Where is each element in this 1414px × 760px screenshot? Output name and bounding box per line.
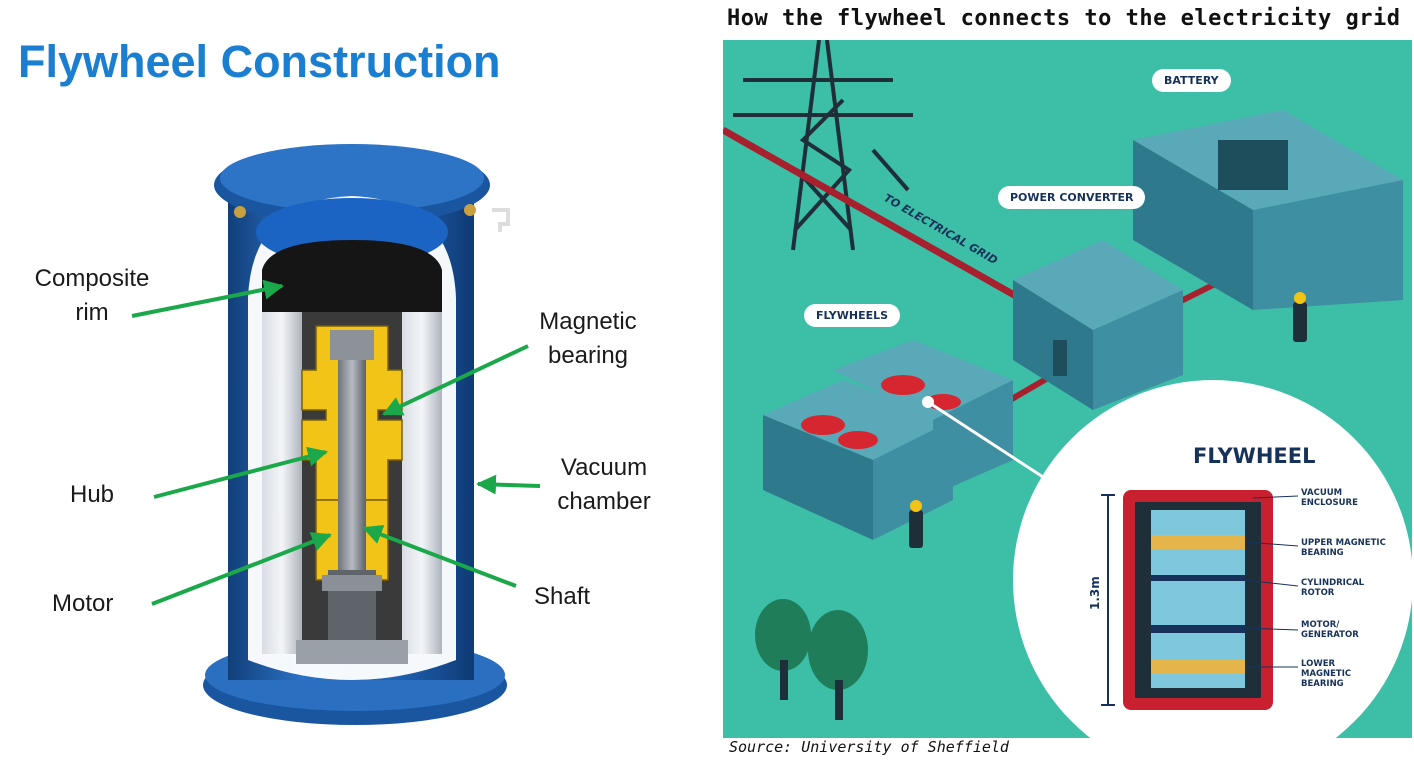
callout-power-converter: POWER CONVERTER [998,186,1146,209]
shaft [338,330,366,580]
flywheel-cutaway-diagram [131,144,541,725]
trees [755,599,868,720]
arrow-motor [151,532,332,606]
slide-title: Flywheel Construction [18,36,501,87]
callout-battery: BATTERY [1152,69,1231,92]
label-upper-magnetic-bearing: UPPER MAGNETIC BEARING [1301,538,1386,558]
label-hub: Hub [70,481,115,508]
flywheel-boxes [763,340,1013,540]
stator-coil-right [402,312,442,654]
callout-flywheels: FLYWHEELS [804,304,901,327]
arrow-vacuum-chamber [476,474,541,495]
grid-connection-illustration: TO ELECTRICAL GRID [723,40,1412,738]
label-shaft: Shaft [534,583,591,610]
arrow-hub [153,446,328,499]
label-lower-magnetic-bearing: LOWER MAGNETIC BEARING [1301,659,1352,689]
grid-diagram-title: How the flywheel connects to the electri… [727,6,1401,31]
flywheel-detail-drawing: 1.3m [1088,490,1299,710]
arrow-shaft [362,525,517,588]
battery-building [1133,110,1403,310]
flywheel-detail-title: FLYWHEEL [1193,444,1316,468]
composite-rim [262,240,442,330]
source-credit: Source: University of Sheffield [729,738,1009,756]
label-vacuum-chamber: Vacuum chamber [557,454,651,515]
worker-figure [909,292,1307,548]
power-converter-building [1013,240,1183,410]
arrow-composite-rim [131,279,284,318]
label-cylindrical-rotor: CYLINDRICAL ROTOR [1301,578,1365,598]
label-vacuum-enclosure: VACUUM ENCLOSURE [1301,488,1358,508]
flywheel-height-label: 1.3m [1088,576,1102,610]
label-motor: Motor [52,590,114,617]
label-composite-rim: Composite rim [34,265,150,326]
arrow-magnetic-bearing [382,344,529,416]
label-magnetic-bearing: Magnetic bearing [539,308,637,369]
stator-coil-left [262,312,302,654]
label-motor-generator: MOTOR/ GENERATOR [1301,620,1359,640]
